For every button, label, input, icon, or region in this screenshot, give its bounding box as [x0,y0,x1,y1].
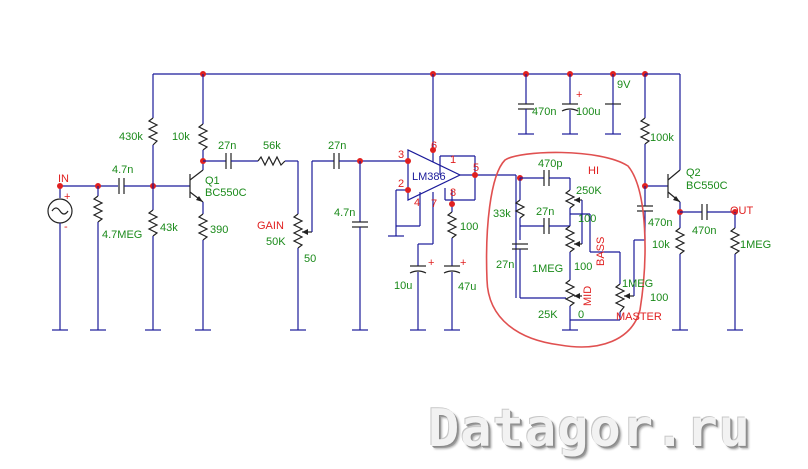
label-pin3: 3 [398,149,404,161]
label-pot-100-a: 100 [578,213,596,225]
label-r-bias-bot: 43k [160,222,178,234]
transistor-q1 [189,169,204,203]
gain-potentiometer [290,160,334,331]
label-gain: GAIN [257,220,284,232]
label-c-27n-left: 27n [496,259,514,271]
source-minus: - [64,221,68,233]
label-pot-mid: 25K [538,309,558,321]
label-mid-zero: 0 [578,309,584,321]
label-c-pin7: 10u [394,280,412,292]
label-gain-wiper: 50 [304,253,316,265]
label-pin4: 4 [414,197,420,209]
label-pin2: 2 [398,178,404,190]
label-mid: MID [582,286,594,306]
tone-stack [512,170,640,331]
label-pin1: 1 [450,154,456,166]
label-r-56k: 56k [263,140,281,152]
label-c-gain-out: 27n [328,140,346,152]
label-c-hi: 470p [538,158,562,170]
c-pin7-plus: + [428,257,434,269]
label-pin6: 6 [431,140,437,152]
label-pot-hi: 250K [576,185,602,197]
label-q2-type: BC550C [686,180,728,192]
label-pin5: 5 [473,162,479,174]
label-bass: BASS [595,237,607,266]
supply-rail [153,71,648,77]
label-r-emitter: 390 [210,224,228,236]
lm386-pin-components [409,190,461,331]
label-hi: HI [588,165,599,177]
label-c-in: 4.7n [112,164,133,176]
supply-capacitors [518,74,621,135]
label-q2-name: Q2 [686,167,701,179]
label-c-pin8: 47u [458,281,476,293]
label-r-pin8: 100 [460,221,478,233]
lm386-chip [388,74,516,237]
label-chip: LM386 [412,171,446,183]
source-plus: + [64,191,70,203]
q1-resistors [195,74,211,331]
label-c-q2-base: 470n [648,217,672,229]
label-master-value: 1MEG [622,278,653,290]
label-supply: 9V [617,79,631,91]
label-pot-100-b: 100 [574,261,592,273]
c-supply-2-plus: + [576,89,582,101]
label-c-supply-2: 100u [576,106,600,118]
label-c-out: 470n [692,225,716,237]
label-r-100k: 100k [650,132,674,144]
label-pin7: 7 [431,198,437,210]
label-pin8: 8 [450,187,456,199]
label-c-q1-out: 27n [218,140,236,152]
input-capacitor [118,178,190,194]
label-r-in-gnd: 4.7MEG [102,229,142,241]
label-r-out: 1MEG [740,239,771,251]
label-q1-name: Q1 [205,175,220,187]
label-gain-value: 50K [266,236,286,248]
label-r-bias-top: 430k [119,131,143,143]
c-pin8-plus: + [460,257,466,269]
q1-output-coupling [203,153,299,214]
label-r-collector: 10k [172,131,190,143]
watermark-logo: Datagor.ru [428,399,752,459]
label-pot-bass: 1MEG [532,263,563,275]
tone-stack-highlight [485,151,646,348]
label-c-shunt: 4.7n [334,207,355,219]
label-q1-type: BC550C [205,187,247,199]
input-resistor-4.7meg [90,186,106,331]
q2-stage [637,73,743,331]
label-master-wiper: 100 [650,292,668,304]
label-master: MASTER [616,311,662,323]
input-source [47,183,118,331]
label-in: IN [58,173,69,185]
label-c-27n-mid: 27n [536,206,554,218]
label-r-q2-emit: 10k [652,239,670,251]
bias-resistors [145,74,161,331]
gain-output-coupling [333,153,408,331]
label-out: OUT [730,205,754,217]
label-c-supply-1: 470n [532,106,556,118]
label-r-33k: 33k [493,208,511,220]
